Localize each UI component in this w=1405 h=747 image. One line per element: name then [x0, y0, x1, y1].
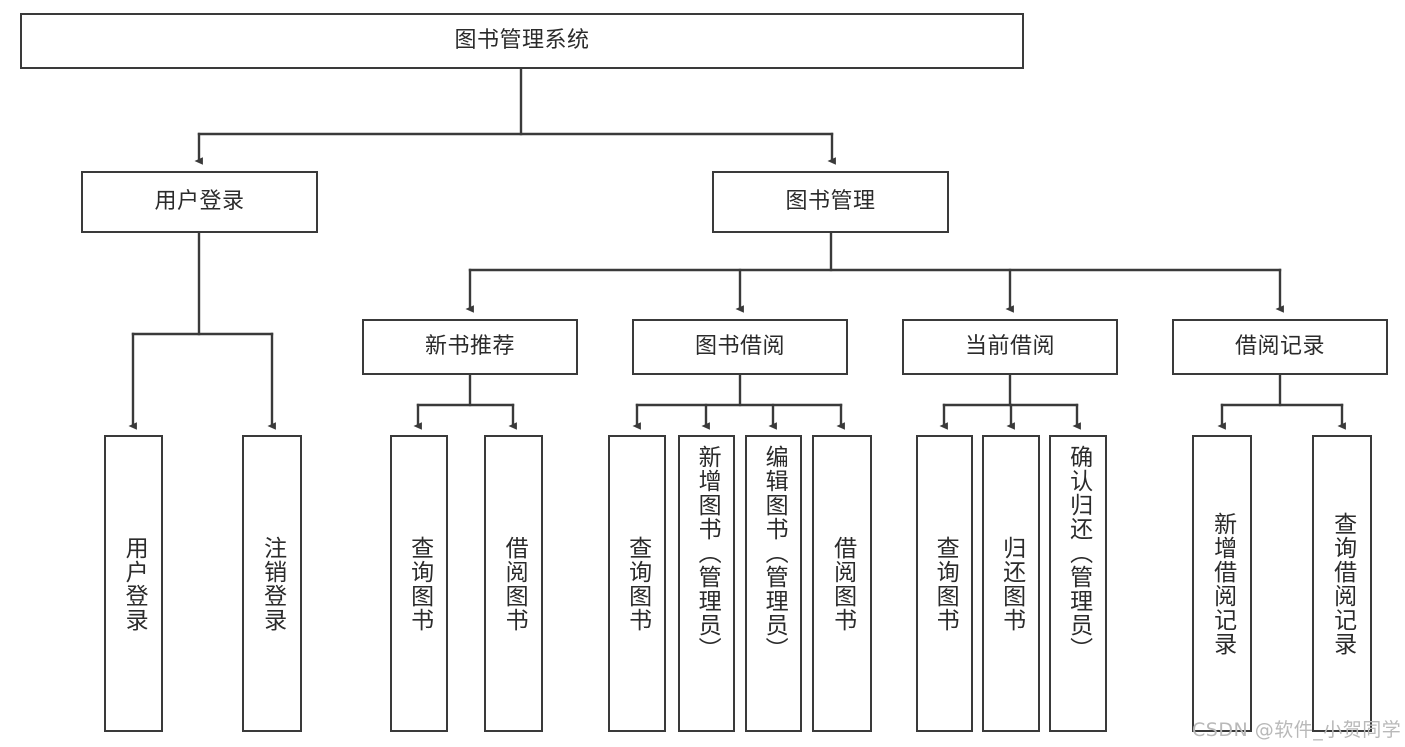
node-leaf-edit-book-admin[interactable]: 编辑图书（管理员）: [745, 435, 802, 732]
node-book-management-label: 图书管理: [785, 188, 876, 214]
node-root-book-management-system[interactable]: 图书管理系统: [20, 13, 1024, 69]
node-leaf-logout-label: 注销登录: [259, 535, 286, 632]
node-book-borrow-label: 图书借阅: [694, 333, 785, 359]
node-new-book-recommend[interactable]: 新书推荐: [362, 319, 578, 375]
node-borrow-record[interactable]: 借阅记录: [1172, 319, 1388, 375]
node-root-label: 图书管理系统: [454, 27, 590, 53]
node-leaf-bookborrow-query-books[interactable]: 查询图书: [608, 435, 666, 732]
node-leaf-bookborrow-borrow-books[interactable]: 借阅图书: [812, 435, 872, 732]
node-leaf-add-borrow-record-label: 新增借阅记录: [1209, 511, 1236, 656]
node-leaf-query-borrow-record-label: 查询借阅记录: [1329, 511, 1356, 656]
node-book-management[interactable]: 图书管理: [712, 171, 949, 233]
node-leaf-return-books[interactable]: 归还图书: [982, 435, 1040, 732]
node-current-borrow[interactable]: 当前借阅: [902, 319, 1118, 375]
node-leaf-edit-book-admin-label: 编辑图书（管理员）: [761, 445, 788, 661]
node-leaf-return-books-label: 归还图书: [998, 535, 1025, 632]
node-user-login[interactable]: 用户登录: [81, 171, 318, 233]
node-book-borrow[interactable]: 图书借阅: [632, 319, 848, 375]
node-leaf-add-book-admin-label: 新增图书（管理员）: [694, 445, 721, 661]
node-leaf-confirm-return-admin-label: 确认归还（管理员）: [1065, 445, 1092, 661]
node-user-login-label: 用户登录: [154, 188, 245, 214]
node-leaf-currentborrow-query-books[interactable]: 查询图书: [916, 435, 973, 732]
node-leaf-bookborrow-borrow-books-label: 借阅图书: [829, 535, 856, 632]
node-leaf-newbook-borrow-books[interactable]: 借阅图书: [484, 435, 543, 732]
node-borrow-record-label: 借阅记录: [1234, 333, 1325, 359]
node-leaf-bookborrow-query-books-label: 查询图书: [624, 535, 651, 632]
node-leaf-newbook-borrow-books-label: 借阅图书: [501, 535, 528, 632]
node-leaf-add-book-admin[interactable]: 新增图书（管理员）: [678, 435, 735, 732]
node-leaf-user-login[interactable]: 用户登录: [104, 435, 163, 732]
csdn-watermark: CSDN @软件_小贺同学: [1192, 719, 1402, 741]
node-leaf-newbook-query-books[interactable]: 查询图书: [390, 435, 448, 732]
node-new-book-recommend-label: 新书推荐: [424, 333, 515, 359]
node-leaf-confirm-return-admin[interactable]: 确认归还（管理员）: [1049, 435, 1107, 732]
node-leaf-add-borrow-record[interactable]: 新增借阅记录: [1192, 435, 1252, 732]
node-leaf-logout[interactable]: 注销登录: [242, 435, 302, 732]
node-leaf-user-login-label: 用户登录: [121, 535, 148, 632]
node-leaf-currentborrow-query-books-label: 查询图书: [932, 535, 959, 632]
node-leaf-newbook-query-books-label: 查询图书: [406, 535, 433, 632]
node-leaf-query-borrow-record[interactable]: 查询借阅记录: [1312, 435, 1372, 732]
node-current-borrow-label: 当前借阅: [964, 333, 1055, 359]
